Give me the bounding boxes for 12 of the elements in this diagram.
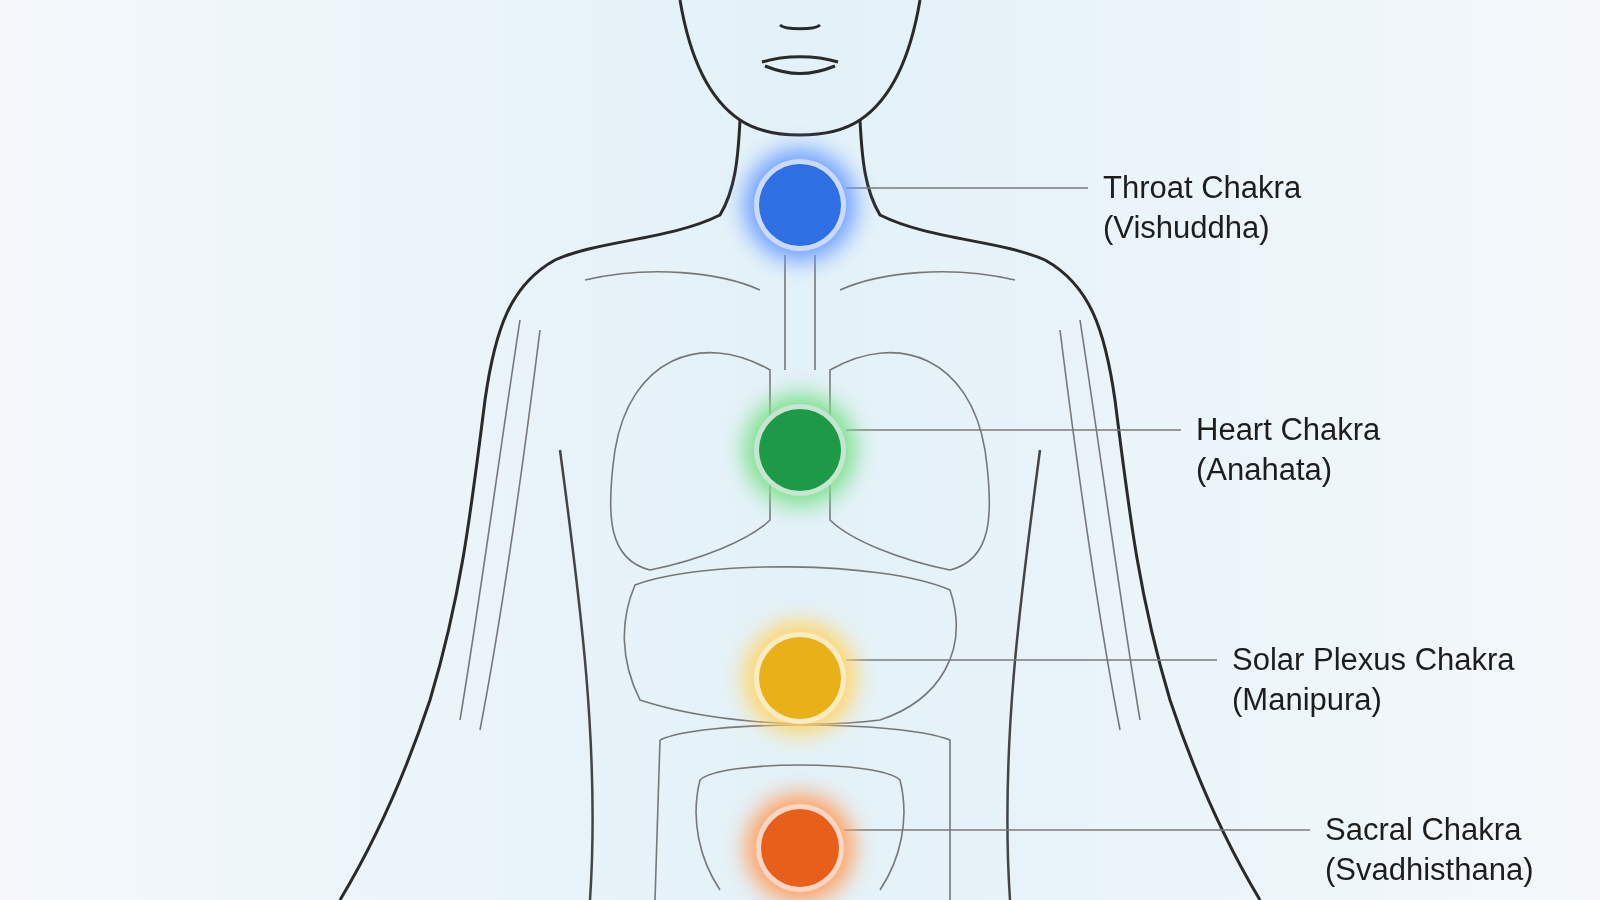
chakra-label: Throat Chakra (Vishuddha) <box>1088 168 1428 248</box>
chakra-circle <box>754 404 846 496</box>
leader-line <box>845 659 1218 661</box>
leader-line <box>845 429 1182 431</box>
leader-line <box>843 829 1311 831</box>
chakra-circle <box>756 804 844 892</box>
chakra-label: Solar Plexus Chakra (Manipura) <box>1217 640 1557 720</box>
chakra-circle <box>754 632 846 724</box>
chakra-circle <box>754 159 846 251</box>
chakra-label: Sacral Chakra (Svadhisthana) <box>1310 810 1600 890</box>
chakra-label: Heart Chakra (Anahata) <box>1181 410 1521 490</box>
leader-line <box>845 187 1089 189</box>
